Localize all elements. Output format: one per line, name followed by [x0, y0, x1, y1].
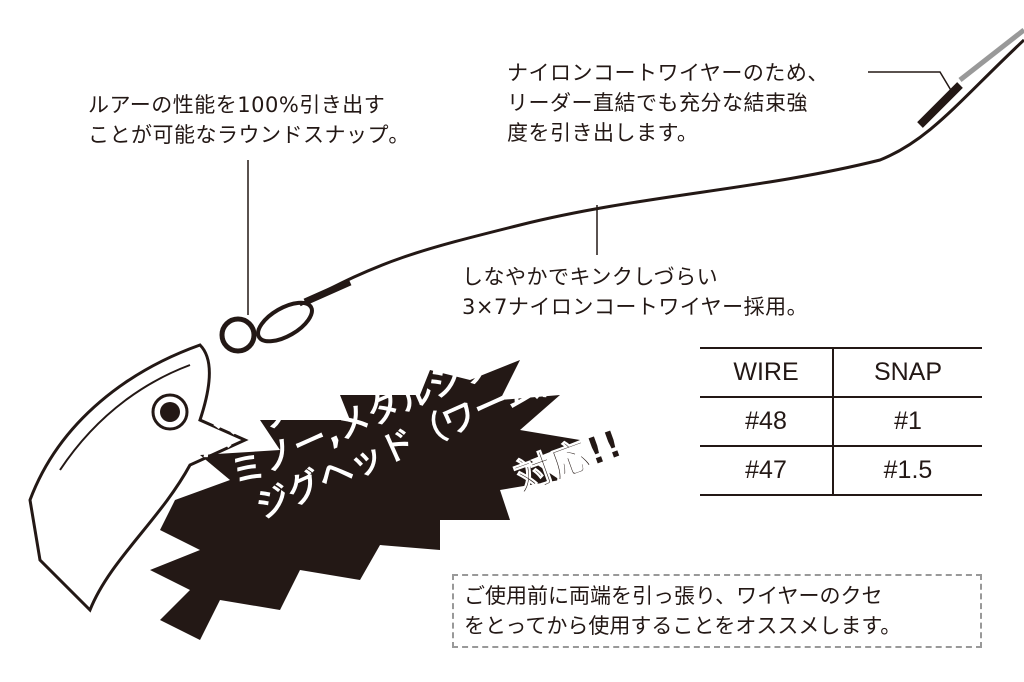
snap: [256, 300, 314, 344]
lure-outline: [59, 364, 191, 471]
leader-coating: [868, 71, 953, 93]
snap-callout-line: ルアーの性能を100%引き出す: [88, 93, 386, 117]
table-header-row: WIRE SNAP: [700, 347, 982, 398]
leader-line: [958, 28, 1024, 82]
spec-table: WIRE SNAP #48 #1 #47 #1.5: [700, 347, 982, 496]
table-row: #48 #1: [700, 396, 982, 447]
starburst: [150, 360, 580, 640]
coating-callout-line: リーダー直結でも充分な結束強: [507, 91, 808, 115]
wire-callout-line: 3×7ナイロンコートワイヤー採用。: [462, 295, 809, 319]
header-snap: SNAP: [833, 347, 982, 398]
wire-callout-line: しなやかでキンクしづらい: [462, 265, 719, 289]
cell-wire: #47: [700, 445, 834, 496]
snap-callout: ルアーの性能を100%引き出す ことが可能なラウンドスナップ。: [88, 90, 410, 150]
cell-snap: #1.5: [833, 445, 982, 496]
lure-body: [28, 343, 249, 613]
coating-callout-line: 度を引き出します。: [507, 121, 699, 145]
wire-callout: しなやかでキンクしづらい 3×7ナイロンコートワイヤー採用。: [462, 262, 808, 322]
header-wire: WIRE: [700, 347, 834, 398]
wire-sleeve: [917, 82, 963, 128]
table-row: #47 #1.5: [700, 445, 982, 496]
ring: [219, 316, 257, 354]
coating-callout-line: ナイロンコートワイヤーのため、: [507, 61, 829, 85]
cell-wire: #48: [700, 396, 834, 447]
snap-callout-line: ことが可能なラウンドスナップ。: [88, 123, 410, 147]
usage-note-line: ご使用前に両端を引っ張り、ワイヤーのクセ: [464, 584, 883, 608]
wire-sleeve-left: [303, 278, 352, 306]
coating-callout: ナイロンコートワイヤーのため、 リーダー直結でも充分な結束強 度を引き出します。: [507, 58, 829, 148]
usage-note-line: をとってから使用することをオススメします。: [464, 614, 902, 638]
wire: [299, 38, 1024, 307]
cell-snap: #1: [833, 396, 982, 447]
usage-note: ご使用前に両端を引っ張り、ワイヤーのクセ をとってから使用することをオススメしま…: [452, 574, 982, 648]
